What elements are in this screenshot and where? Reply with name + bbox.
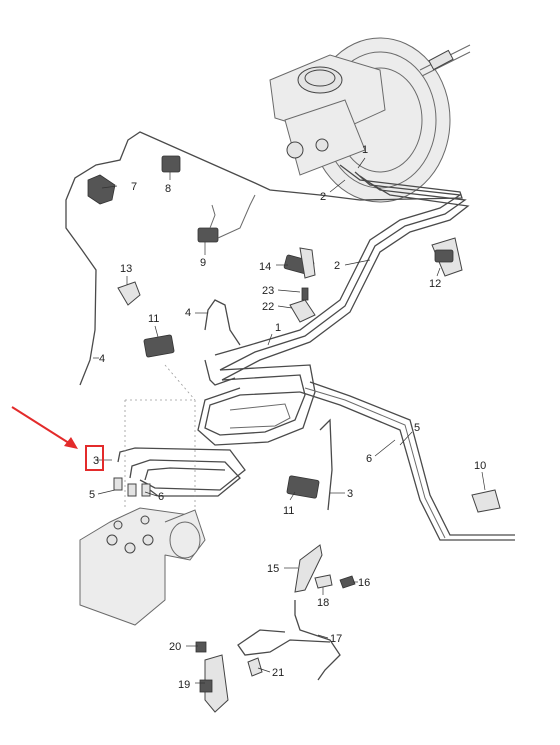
part-9-sensor-cable	[197, 194, 256, 243]
master-cylinder-reservoir	[269, 54, 386, 176]
callout-16: 16	[358, 577, 370, 589]
part-10-holder	[471, 489, 501, 513]
part-14-holder	[283, 247, 316, 279]
callout-5: 5	[414, 422, 420, 434]
part-7-grommet	[87, 174, 116, 205]
callout-20: 20	[169, 641, 181, 653]
callout-7: 7	[131, 181, 137, 193]
part-20-bolt	[195, 641, 207, 653]
callout-15: 15	[267, 563, 279, 575]
callout-1: 1	[275, 322, 281, 334]
part-16-bolt	[339, 575, 356, 589]
part-18-clip	[314, 574, 333, 589]
callout-labels: 1 2 2 3 3 4 4 5 5 6 6 7 8 9 10 11 11 12 …	[89, 144, 486, 691]
part-19-bracket	[199, 654, 229, 713]
callout-18: 18	[317, 597, 329, 609]
part-13-bracket	[117, 281, 141, 306]
part-22-bracket	[289, 299, 316, 323]
callout-14: 14	[259, 261, 271, 273]
callout-13: 13	[120, 263, 132, 275]
leader-lines	[93, 157, 486, 684]
callout-21: 21	[272, 667, 284, 679]
callout-4: 4	[99, 353, 105, 365]
part-11-holder-upper	[143, 334, 175, 358]
part-23-bolt	[301, 287, 309, 301]
part-21-clip	[247, 657, 263, 677]
red-arrow-head	[64, 437, 78, 449]
red-highlight-box	[85, 445, 104, 471]
callout-2: 2	[334, 260, 340, 272]
brake-pipes	[65, 131, 515, 681]
callout-3: 3	[93, 455, 99, 467]
callout-9: 9	[200, 257, 206, 269]
callout-5: 5	[89, 489, 95, 501]
part-8-clip	[161, 155, 181, 173]
callout-11: 11	[283, 505, 294, 517]
dashed-leaders	[124, 364, 196, 510]
callout-6: 6	[158, 491, 164, 503]
part-11-holder-lower	[286, 475, 320, 499]
callout-1: 1	[362, 144, 368, 156]
callout-12: 12	[429, 278, 441, 290]
callout-6: 6	[366, 453, 372, 465]
callout-22: 22	[262, 301, 274, 313]
part-15-bracket	[294, 544, 323, 593]
callout-23: 23	[262, 285, 274, 297]
callout-3: 3	[347, 488, 353, 500]
callout-8: 8	[165, 183, 171, 195]
red-arrow-line	[11, 406, 73, 446]
callout-10: 10	[474, 460, 486, 472]
callout-2: 2	[320, 191, 326, 203]
callout-17: 17	[330, 633, 342, 645]
highlight-annotation	[11, 406, 104, 471]
callout-19: 19	[178, 679, 190, 691]
abs-control-unit	[79, 477, 206, 626]
callout-4: 4	[185, 307, 191, 319]
part-12-holder	[431, 237, 463, 277]
callout-11: 11	[148, 313, 159, 325]
